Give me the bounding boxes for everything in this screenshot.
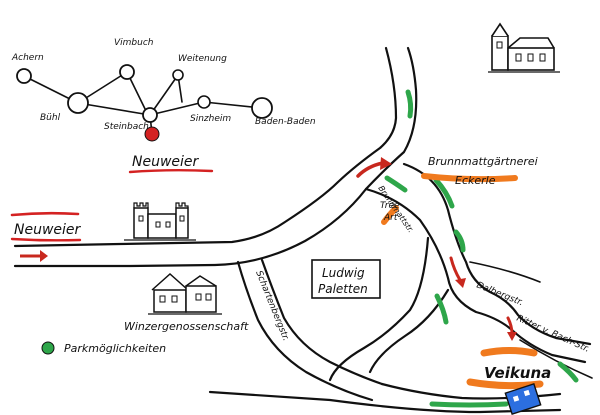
town-label-vimbuch: Vimbuch [114,38,154,48]
tree-art-label-line2: Art [383,213,398,223]
street-label-dalberg: Dalbergstr. [475,281,525,309]
parking-strip-north [405,89,414,119]
overview-neuweier-label: Neuweier [132,154,200,170]
dalbergstr-stub [469,261,541,283]
main-road-bottom-edge [13,46,418,268]
castle-icon [124,202,196,241]
main-neuweier-label: Neuweier [14,222,82,238]
schartenbergstr-east-edge [260,258,384,386]
arrow-ritter-head [507,332,517,341]
turn-arrow-brunnmatt-head [380,157,392,170]
overview-neuweier-underline [128,169,214,174]
town-node-weitenung [172,69,184,81]
direction-arrows [20,157,517,341]
parking-strips [384,89,579,408]
destination-label-veikuna: Veikuna [484,364,551,382]
main-neuweier-overline [10,211,80,217]
main-neuweier-underline [10,237,82,242]
town-node-neuweier [144,126,160,142]
arrow-dalberg-shaft [449,256,462,282]
schartenbergstr-west-edge [236,260,374,402]
ludwig-paletten-box [311,259,381,299]
legend-parking-dot-icon [41,341,55,355]
parking-strip-loop [434,293,449,325]
arrow-dalberg-head [455,278,466,288]
ludwig-label-line1: Ludwig [322,266,365,280]
overview-network: Achern Vimbuch Weitenung Bühl Steinbach … [11,38,316,174]
nursery-label-line2: Eckerle [455,174,496,187]
main-road-top-edge [13,46,398,248]
lower-loop-road-inner [368,288,450,374]
brunnmattstr-west-edge [364,187,587,364]
church-icon [488,22,560,73]
town-node-vimbuch [119,64,135,80]
tree-art-label-line1: Tree [380,201,400,211]
town-label-buehl: Bühl [40,113,61,123]
bottom-road-lower-edge [208,390,562,414]
town-label-weitenung: Weitenung [178,54,227,64]
lower-loop-road [328,236,430,382]
ritter-v-bach-stub [519,339,593,379]
road-network [13,46,593,414]
nursery-highlight [421,173,518,183]
town-node-steinbach [142,107,158,123]
town-node-buehl [67,92,89,114]
winery-label: Winzergenossenschaft [124,320,249,333]
town-label-steinbach: Steinbach [104,122,149,132]
town-node-baden-baden [251,97,273,119]
parking-strip-nursery [433,177,455,209]
town-label-achern: Achern [11,53,44,63]
legend-parking-label: Parkmöglichkeiten [64,342,166,355]
nursery-label-line1: Brunnmattgärtnerei [428,155,538,168]
veikuna-highlight-top [480,347,538,357]
destination-marker-icon [504,383,542,415]
town-label-sinzheim: Sinzheim [190,114,231,124]
ludwig-label-line2: Paletten [318,282,368,296]
parking-strip-south [429,401,509,408]
parking-strip-mid [453,229,466,253]
entry-arrow-head [40,250,48,262]
parking-strip-brunnmatt [384,175,408,193]
town-node-achern [16,68,32,84]
parking-strip-east [557,361,579,383]
brunnmattstr-east-edge [402,162,592,346]
town-label-baden-baden: Baden-Baden [255,117,316,127]
winery-building-icon [148,272,222,315]
street-label-schartenberg: Schartenbergstr. [253,269,290,342]
town-node-sinzheim [197,95,211,109]
tree-art-highlight [381,205,399,225]
